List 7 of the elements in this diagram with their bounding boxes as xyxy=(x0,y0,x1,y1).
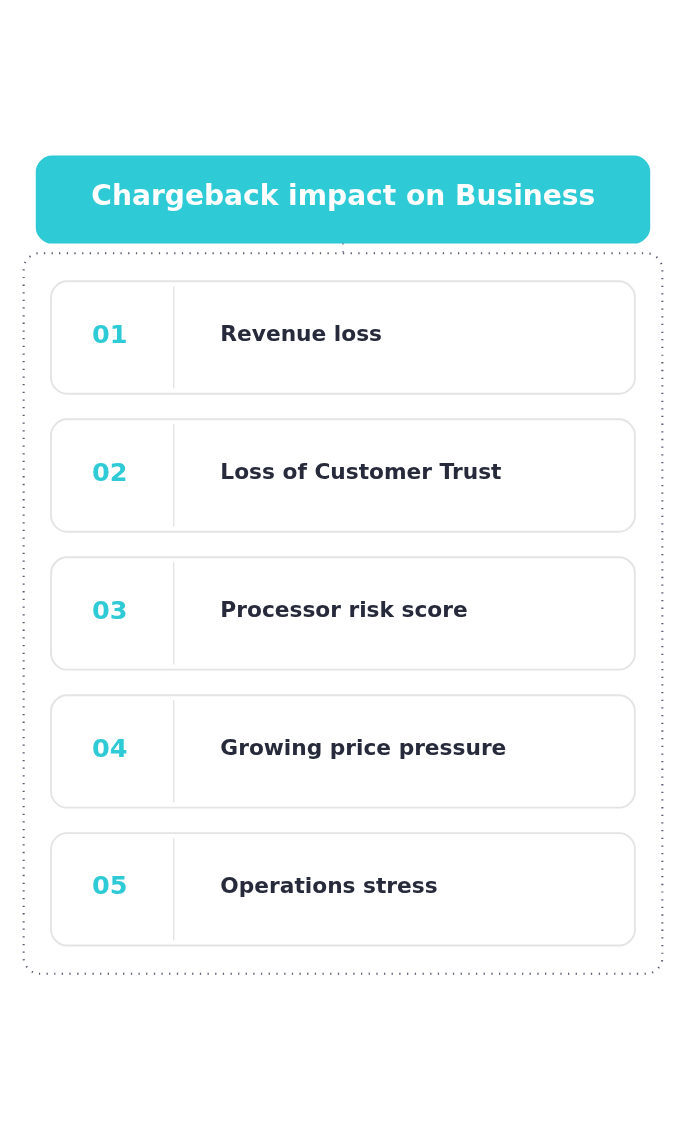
cluster xyxy=(22,252,664,975)
node-box: Chargeback impact on Business xyxy=(35,155,651,244)
node-box: 03 Processor risk score xyxy=(50,556,636,671)
node-box: 02 Loss of Customer Trust xyxy=(50,418,636,533)
node-box: 05 Operations stress xyxy=(50,832,636,947)
node-box: 04 Growing price pressure xyxy=(50,694,636,809)
node-box: 01 Revenue loss xyxy=(50,280,636,395)
